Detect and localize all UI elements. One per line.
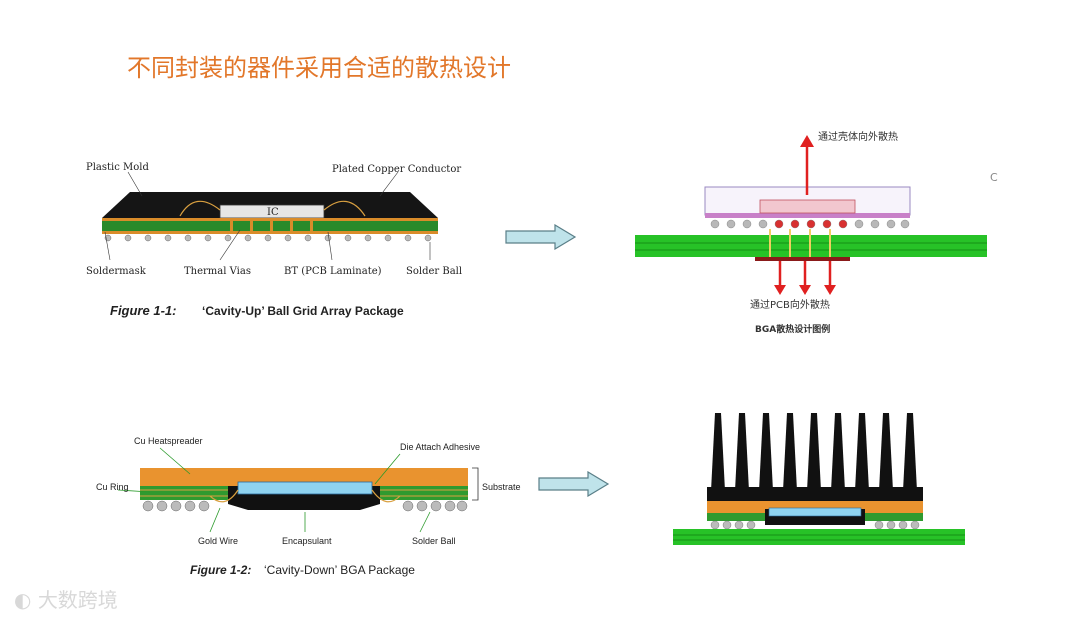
label-gold-wire: Gold Wire	[198, 536, 238, 546]
bottom-pad	[755, 257, 850, 261]
figure-heatsink-bga	[673, 413, 965, 545]
watermark-logo-icon: ◐	[14, 588, 32, 612]
figure-cavity-down-bga: Cu Heatspreader Die Attach Adhesive Cu R…	[96, 436, 521, 577]
fig1-caption-prefix: Figure 1-1:	[110, 303, 176, 318]
bond-wire-left	[179, 200, 221, 217]
gold-wire-right	[371, 489, 401, 503]
watermark-text: 大数跨境	[37, 588, 118, 612]
watermark: ◐ 大数跨境	[14, 584, 118, 613]
package-balls	[710, 219, 910, 229]
heatsink-fins	[711, 413, 917, 491]
heatsink-base	[707, 487, 923, 501]
die	[237, 481, 373, 495]
pcb-vias	[769, 229, 831, 257]
package-substrate	[705, 213, 910, 218]
pcb-board	[673, 529, 965, 545]
ic-label: IC	[267, 207, 279, 218]
figure-bga-heat-design: 通过壳体向外散热 通过PCB向外散热 BGA散热设计图例 C	[635, 130, 998, 335]
label-pcb-heat: 通过PCB向外散热	[750, 298, 830, 311]
label-cu-heatspreader: Cu Heatspreader	[134, 436, 203, 446]
gold-wire-left	[209, 489, 239, 503]
edge-mark: C	[990, 171, 998, 184]
label-bt: BT (PCB Laminate)	[284, 266, 382, 277]
label-soldermask: Soldermask	[86, 266, 147, 277]
label-plated-copper: Plated Copper Conductor	[332, 164, 461, 175]
fig2-caption-text: ‘Cavity-Down’ BGA Package	[264, 563, 415, 577]
label-substrate: Substrate	[482, 482, 521, 492]
cu-heatspreader	[140, 468, 468, 486]
label-die-attach: Die Attach Adhesive	[400, 442, 480, 452]
die	[768, 507, 862, 517]
figure-cavity-up-bga: IC Plastic Mold Plated Copper Conductor …	[86, 162, 462, 318]
page-title: 不同封装的器件采用合适的散热设计	[127, 54, 511, 82]
label-cu-ring: Cu Ring	[96, 482, 129, 492]
fig1-caption-text: ‘Cavity-Up’ Ball Grid Array Package	[202, 304, 404, 318]
solder-balls	[104, 234, 432, 242]
label-solder-ball: Solder Ball	[406, 266, 462, 277]
thermal-vias	[230, 220, 313, 233]
fig2-caption-prefix: Figure 1-2:	[190, 563, 251, 577]
copper-layer	[102, 218, 438, 221]
label-solder-ball: Solder Ball	[412, 536, 456, 546]
arrow-right-2	[538, 471, 610, 497]
bond-wire-right	[323, 200, 366, 217]
label-shell-heat: 通过壳体向外散热	[818, 130, 898, 143]
label-encapsulant: Encapsulant	[282, 536, 332, 546]
arrow-right-1	[505, 224, 577, 250]
label-thermal-vias: Thermal Vias	[184, 266, 251, 277]
solder-balls	[142, 500, 468, 512]
label-plastic-mold: Plastic Mold	[86, 162, 149, 173]
heat-arrows	[774, 135, 836, 295]
caption-bga-heat: BGA散热设计图例	[755, 323, 830, 335]
die	[759, 199, 856, 214]
heatspreader	[707, 501, 923, 513]
